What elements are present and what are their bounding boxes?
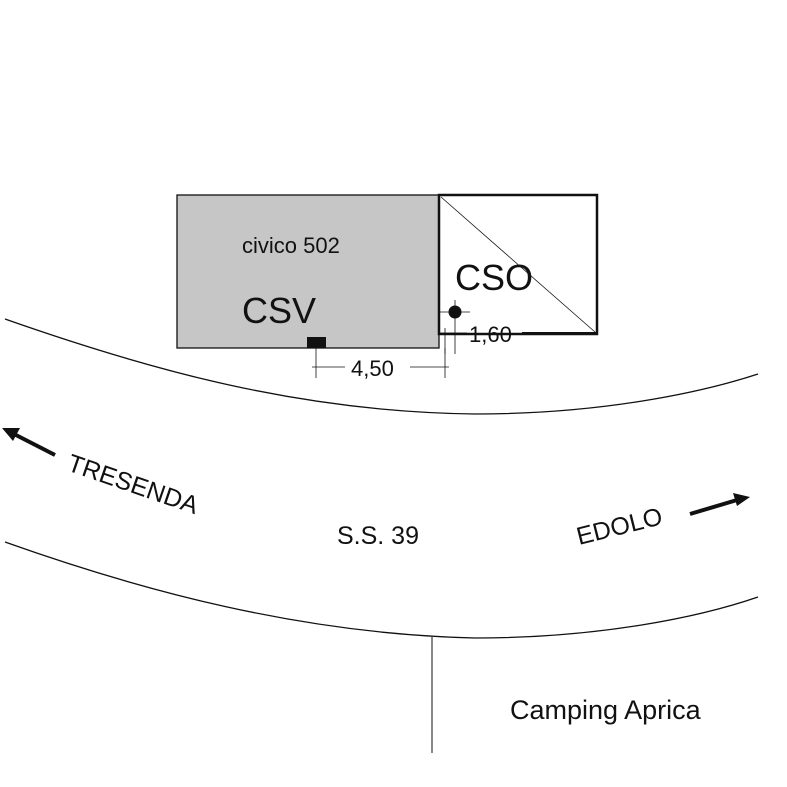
- label-dim-csv: 4,50: [351, 356, 394, 381]
- label-camping: Camping Aprica: [510, 695, 702, 725]
- label-east-direction: EDOLO: [574, 502, 666, 550]
- cso-diagonal: [440, 196, 596, 333]
- label-road: S.S. 39: [337, 522, 419, 550]
- label-west-direction: TRESENDA: [64, 449, 202, 520]
- arrow-west-icon: [2, 428, 56, 457]
- building-csv: [176, 194, 440, 349]
- label-cso: CSO: [455, 257, 533, 298]
- road-edge-south: [4, 541, 759, 639]
- arrow-east-icon: [689, 493, 750, 516]
- csv-marker: [307, 337, 326, 348]
- label-dim-cso: 1,60: [469, 322, 512, 347]
- label-csv: CSV: [242, 290, 316, 331]
- label-house-number: civico 502: [242, 233, 340, 258]
- road-edge-north: [4, 318, 759, 415]
